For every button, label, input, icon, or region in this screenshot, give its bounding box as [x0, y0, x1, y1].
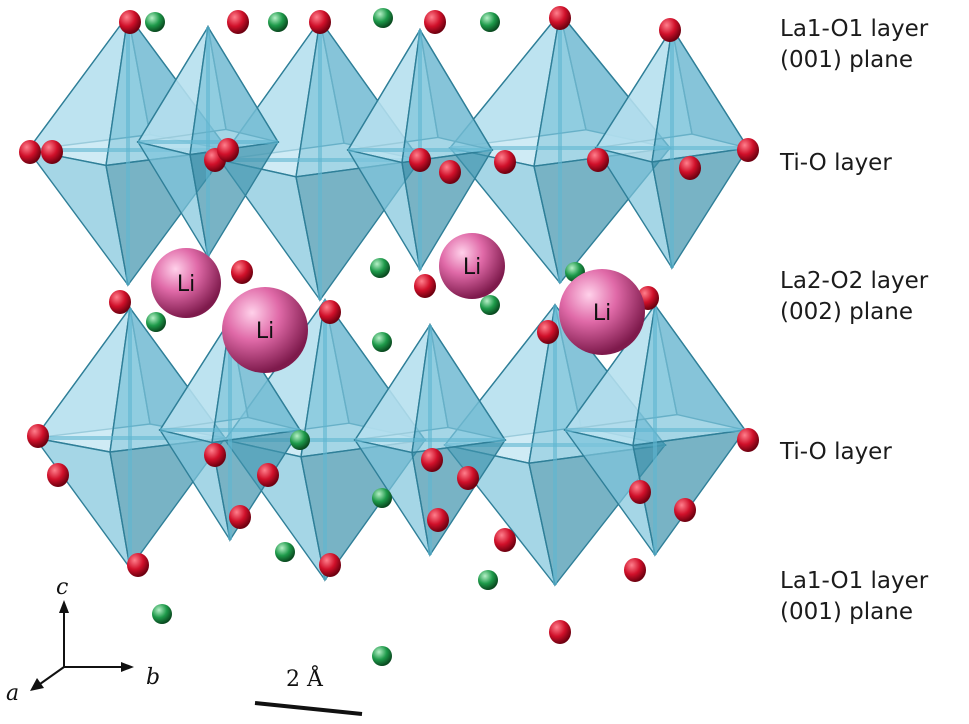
oxygen-atom — [674, 498, 696, 522]
lanthanum-atom — [480, 295, 500, 315]
lanthanum-atom — [268, 12, 288, 32]
lithium-sphere — [559, 269, 645, 355]
lanthanum-atom — [370, 258, 390, 278]
oxygen-atom — [494, 528, 516, 552]
oxygen-atom — [679, 156, 701, 180]
label-la1-o1-bottom: La1-O1 layer (001) plane — [780, 568, 929, 625]
tio6-octahedron — [594, 26, 750, 270]
oxygen-atom — [231, 260, 253, 284]
oxygen-atom — [19, 140, 41, 164]
oxygen-atom — [421, 448, 443, 472]
oxygen-atoms — [19, 6, 759, 644]
lanthanum-atom — [146, 312, 166, 332]
oxygen-atom — [439, 160, 461, 184]
tio6-octahedron — [353, 323, 507, 557]
oxygen-atom — [309, 10, 331, 34]
oxygen-atom — [737, 428, 759, 452]
lithium-atom: Li — [151, 248, 221, 318]
tio6-octahedron — [346, 27, 494, 272]
tio6-octahedron — [563, 303, 747, 557]
oxygen-atom — [227, 10, 249, 34]
oxygen-atom — [119, 10, 141, 34]
lanthanum-atom — [145, 12, 165, 32]
label-ti-o-top: Ti-O layer — [780, 150, 892, 176]
oxygen-atom — [47, 463, 69, 487]
oxygen-atom — [587, 148, 609, 172]
scale-bar-label: 2 Å — [286, 664, 324, 692]
c-axis-arrowhead — [59, 600, 69, 613]
label-la1-o1-top: La1-O1 layer (001) plane — [780, 16, 929, 73]
oxygen-atom — [409, 148, 431, 172]
label-la2-o2: La2-O2 layer (002) plane — [780, 268, 929, 325]
b-axis-label: b — [146, 665, 160, 690]
lithium-label: Li — [593, 301, 611, 326]
oxygen-atom — [257, 463, 279, 487]
lanthanum-atom — [152, 604, 172, 624]
oxygen-atom — [549, 620, 571, 644]
oxygen-atom — [494, 150, 516, 174]
oxygen-atom — [629, 480, 651, 504]
oxygen-atom — [319, 553, 341, 577]
lanthanum-atom — [373, 8, 393, 28]
a-axis-line — [39, 666, 65, 685]
c-axis-label: c — [56, 575, 68, 600]
axis-indicator: c b a — [6, 575, 160, 706]
oxygen-atom — [537, 320, 559, 344]
oxygen-atom — [457, 466, 479, 490]
label-ti-o-bottom: Ti-O layer — [780, 439, 892, 465]
lanthanum-atom — [372, 488, 392, 508]
oxygen-atom — [41, 140, 63, 164]
oxygen-atom — [737, 138, 759, 162]
oxygen-atom — [217, 138, 239, 162]
oxygen-atom — [109, 290, 131, 314]
lanthanum-atom — [275, 542, 295, 562]
oxygen-atom — [424, 10, 446, 34]
oxygen-atom — [127, 553, 149, 577]
oxygen-atom — [27, 424, 49, 448]
lithium-sphere — [222, 287, 308, 373]
lanthanum-atom — [372, 332, 392, 352]
oxygen-atom — [319, 300, 341, 324]
oxygen-atom — [204, 443, 226, 467]
lithium-atom: Li — [439, 233, 505, 299]
lanthanum-atom — [372, 646, 392, 666]
lanthanum-atoms — [145, 8, 585, 666]
oxygen-atom — [549, 6, 571, 30]
tio6-octahedron — [136, 24, 280, 259]
b-axis-arrowhead — [121, 662, 134, 672]
oxygen-atom — [624, 558, 646, 582]
lithium-atom: Li — [222, 287, 308, 373]
octahedron-face — [401, 149, 494, 272]
scale-bar-line — [254, 701, 363, 716]
lithium-label: Li — [256, 319, 274, 344]
a-axis-label: a — [6, 681, 19, 706]
lanthanum-atom — [480, 12, 500, 32]
oxygen-atom — [229, 505, 251, 529]
lithium-atom: Li — [559, 269, 645, 355]
lanthanum-atom — [290, 430, 310, 450]
oxygen-atom — [414, 274, 436, 298]
oxygen-atom — [427, 508, 449, 532]
oxygen-atom — [659, 18, 681, 42]
lithium-sphere — [439, 233, 505, 299]
lithium-sphere — [151, 248, 221, 318]
a-axis-arrowhead — [30, 678, 44, 691]
lithium-label: Li — [463, 255, 481, 280]
octahedron-face — [651, 147, 750, 270]
lanthanum-atom — [478, 570, 498, 590]
scale-bar: 2 Å — [254, 664, 363, 716]
lithium-label: Li — [177, 272, 195, 297]
